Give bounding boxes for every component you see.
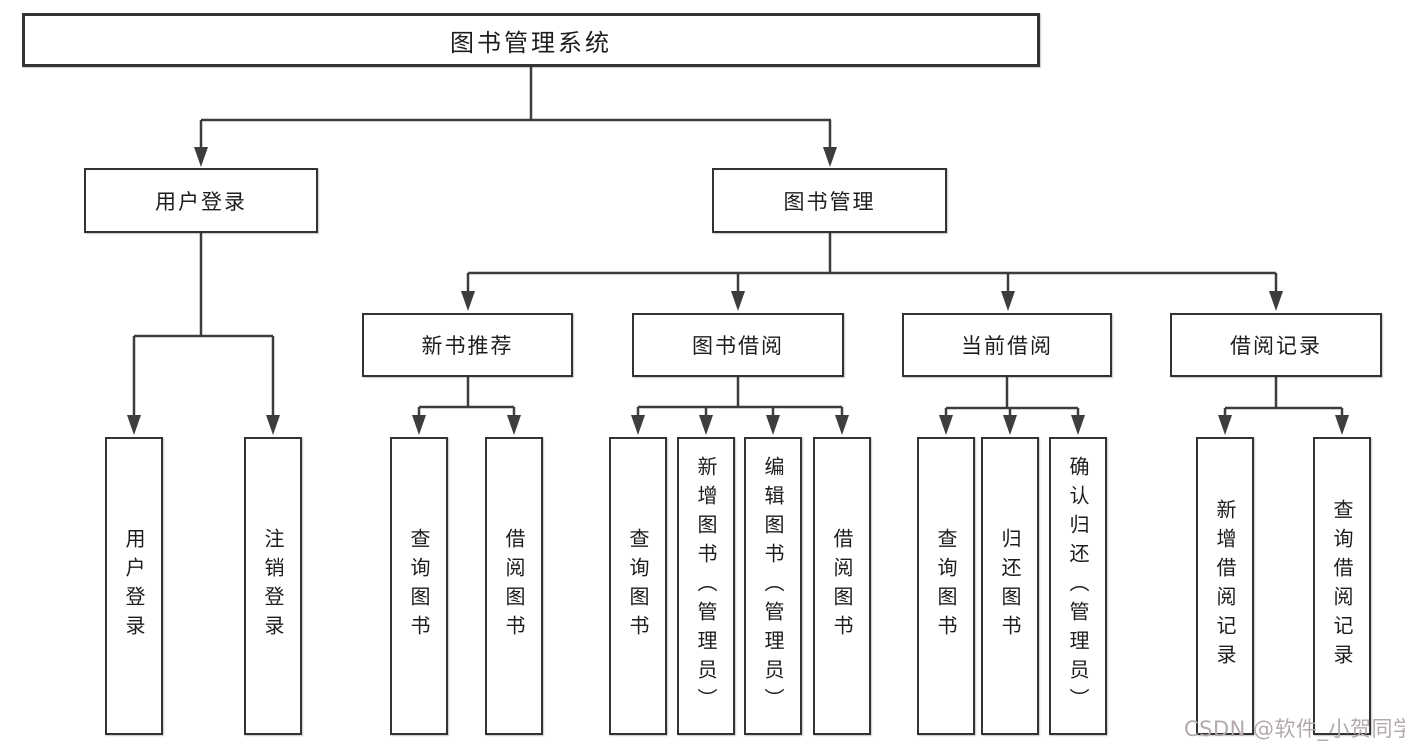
leaf-borrow-book: 借阅图书 (813, 437, 871, 735)
leaf-add-borrow-record-label: 新增借阅记录 (1213, 499, 1237, 673)
leaf-query-borrow-record-label: 查询借阅记录 (1330, 499, 1354, 673)
leaf-borrow-book-recommend: 借阅图书 (485, 437, 543, 735)
node-book-borrow-label: 图书借阅 (692, 334, 784, 358)
leaf-edit-book-admin-label: 编辑图书（管理员） (761, 455, 785, 717)
leaf-return-book-label: 归还图书 (998, 528, 1022, 644)
node-book-manage: 图书管理 (712, 168, 947, 233)
leaf-confirm-return-admin-label: 确认归还（管理员） (1066, 455, 1090, 717)
node-borrow-record: 借阅记录 (1170, 313, 1382, 377)
leaf-user-login-label: 用户登录 (122, 528, 146, 644)
leaf-query-book-current-label: 查询图书 (934, 528, 958, 644)
leaf-query-book-borrow: 查询图书 (609, 437, 667, 735)
leaf-borrow-book-label: 借阅图书 (830, 528, 854, 644)
leaf-query-book-recommend: 查询图书 (390, 437, 448, 735)
leaf-borrow-book-recommend-label: 借阅图书 (502, 528, 526, 644)
leaf-logout: 注销登录 (244, 437, 302, 735)
leaf-add-borrow-record: 新增借阅记录 (1196, 437, 1254, 735)
node-book-manage-label: 图书管理 (783, 189, 876, 214)
leaf-query-borrow-record: 查询借阅记录 (1313, 437, 1371, 735)
leaf-user-login: 用户登录 (105, 437, 163, 735)
leaf-edit-book-admin: 编辑图书（管理员） (744, 437, 802, 735)
node-user-login-label: 用户登录 (155, 189, 247, 214)
node-user-login: 用户登录 (84, 168, 318, 233)
root-node: 图书管理系统 (22, 13, 1040, 67)
leaf-add-book-admin-label: 新增图书（管理员） (694, 455, 718, 717)
leaf-query-book-current: 查询图书 (917, 437, 975, 735)
leaf-query-book-recommend-label: 查询图书 (407, 528, 431, 644)
node-book-borrow: 图书借阅 (632, 313, 844, 377)
root-node-label: 图书管理系统 (450, 28, 612, 57)
leaf-return-book: 归还图书 (981, 437, 1039, 735)
leaf-query-book-borrow-label: 查询图书 (626, 528, 650, 644)
csdn-watermark: CSDN @软件_小贺同学 (1184, 717, 1405, 741)
node-current-borrow: 当前借阅 (902, 313, 1112, 377)
node-current-borrow-label: 当前借阅 (961, 334, 1053, 358)
node-new-book-recommend-label: 新书推荐 (421, 334, 514, 358)
leaf-logout-label: 注销登录 (261, 528, 285, 644)
leaf-confirm-return-admin: 确认归还（管理员） (1049, 437, 1107, 735)
node-new-book-recommend: 新书推荐 (362, 313, 573, 377)
node-borrow-record-label: 借阅记录 (1230, 334, 1322, 358)
leaf-add-book-admin: 新增图书（管理员） (677, 437, 735, 735)
